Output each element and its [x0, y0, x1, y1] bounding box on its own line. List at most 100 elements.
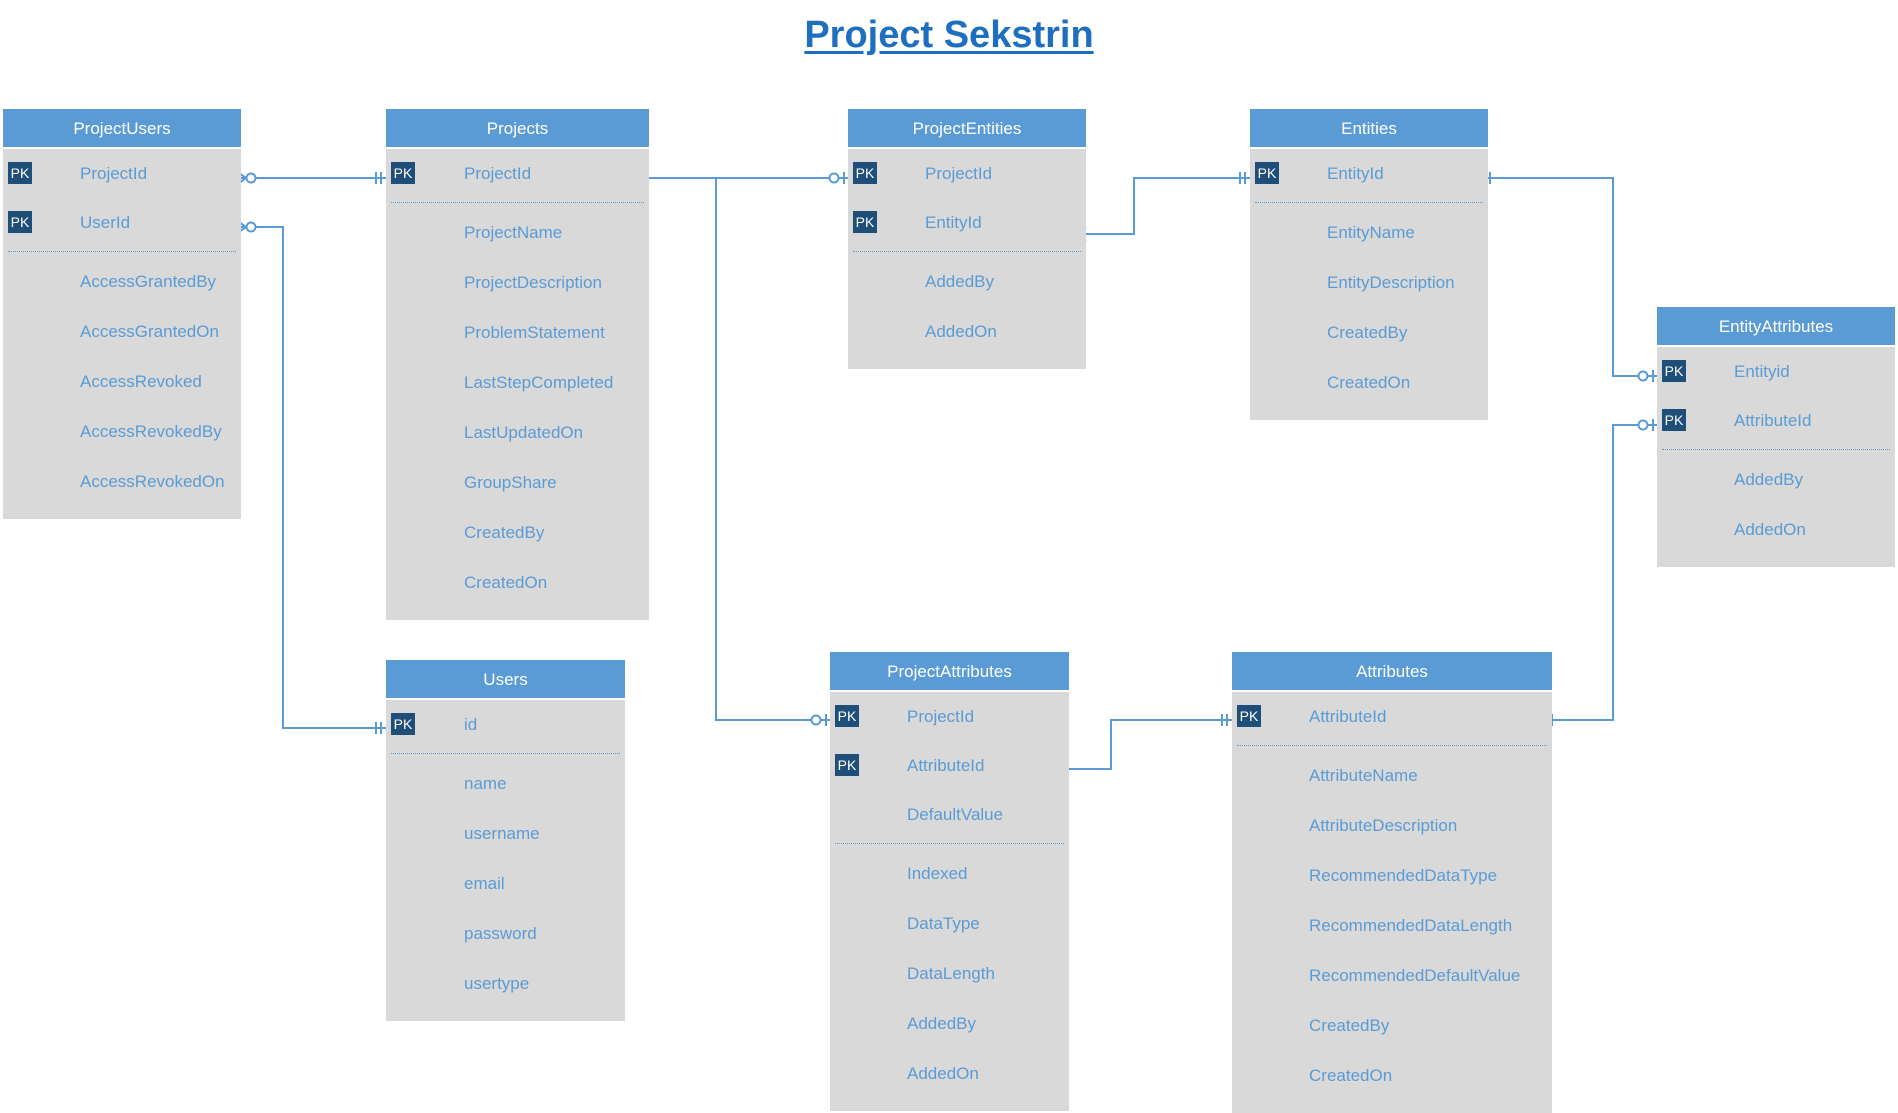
field-row[interactable]: CreatedOn	[386, 558, 649, 608]
field-row[interactable]: Indexed	[830, 849, 1069, 899]
field-name-last-step-completed: LastStepCompleted	[464, 373, 614, 392]
entity-header: Users	[386, 660, 625, 700]
field-row[interactable]: ProjectName	[386, 208, 649, 258]
field-row[interactable]: usertype	[386, 959, 625, 1009]
field-row[interactable]: AddedOn	[848, 307, 1086, 357]
entity-header: ProjectUsers	[3, 109, 241, 149]
entity-header: EntityAttributes	[1657, 307, 1895, 347]
key-divider	[853, 251, 1081, 257]
field-row[interactable]: ProjectDescription	[386, 258, 649, 308]
key-divider	[1237, 745, 1547, 751]
field-name-email: email	[464, 874, 505, 893]
key-divider	[391, 202, 644, 208]
field-row[interactable]: CreatedOn	[1232, 1051, 1552, 1101]
field-row[interactable]: name	[386, 759, 625, 809]
field-row[interactable]: DataLength	[830, 949, 1069, 999]
field-row[interactable]: AddedBy	[830, 999, 1069, 1049]
field-row[interactable]: GroupShare	[386, 458, 649, 508]
field-name-access-revoked-on: AccessRevokedOn	[80, 472, 225, 491]
field-row[interactable]: AttributeDescription	[1232, 801, 1552, 851]
field-name-attribute-id: AttributeId	[1734, 411, 1812, 430]
zero-or-many-circle-marker	[245, 172, 257, 184]
zero-or-one-circle-marker	[810, 714, 822, 726]
primary-key-badge: PK	[1662, 409, 1686, 431]
field-name-attribute-name: AttributeName	[1309, 766, 1418, 785]
field-name-added-on: AddedOn	[925, 322, 997, 341]
field-row[interactable]: CreatedBy	[386, 508, 649, 558]
field-row[interactable]: ProblemStatement	[386, 308, 649, 358]
field-name-recommended-data-length: RecommendedDataLength	[1309, 916, 1513, 935]
field-row[interactable]: LastUpdatedOn	[386, 408, 649, 458]
primary-key-badge: PK	[391, 162, 415, 184]
field-name-attribute-id: AttributeId	[907, 756, 985, 775]
entity-header: Projects	[386, 109, 649, 149]
primary-key-badge: PK	[1255, 162, 1279, 184]
field-row[interactable]: LastStepCompleted	[386, 358, 649, 408]
field-row[interactable]: RecommendedDataType	[1232, 851, 1552, 901]
field-row[interactable]: AddedOn	[1657, 505, 1895, 555]
field-name-indexed: Indexed	[907, 864, 968, 883]
field-row[interactable]: password	[386, 909, 625, 959]
key-field-row[interactable]: PK AttributeId	[1657, 396, 1895, 445]
field-row[interactable]: AddedBy	[1657, 455, 1895, 505]
field-row[interactable]: username	[386, 809, 625, 859]
field-row[interactable]: AccessGrantedBy	[3, 257, 241, 307]
key-field-row[interactable]: DefaultValue	[830, 790, 1069, 839]
field-name-problem-statement: ProblemStatement	[464, 323, 605, 342]
link-projects-project-attributes	[715, 178, 830, 721]
field-row[interactable]: AccessRevoked	[3, 357, 241, 407]
entity-header: ProjectAttributes	[830, 652, 1069, 692]
field-row[interactable]: EntityName	[1250, 208, 1488, 258]
field-row[interactable]: RecommendedDataLength	[1232, 901, 1552, 951]
field-row[interactable]: AccessRevokedOn	[3, 457, 241, 507]
field-name-added-by: AddedBy	[907, 1014, 976, 1033]
field-name-added-on: AddedOn	[1734, 520, 1806, 539]
field-row[interactable]: AccessRevokedBy	[3, 407, 241, 457]
field-row[interactable]: AttributeName	[1232, 751, 1552, 801]
entity-bottom-padding	[848, 357, 1086, 369]
field-name-entity-id: EntityId	[925, 213, 982, 232]
field-row[interactable]: CreatedBy	[1232, 1001, 1552, 1051]
key-divider	[1662, 449, 1890, 455]
field-row[interactable]: CreatedBy	[1250, 308, 1488, 358]
field-name-attribute-id: AttributeId	[1309, 707, 1387, 726]
field-row[interactable]: email	[386, 859, 625, 909]
field-row[interactable]: AddedBy	[848, 257, 1086, 307]
field-row[interactable]: AddedOn	[830, 1049, 1069, 1099]
field-name-created-by: CreatedBy	[1309, 1016, 1390, 1035]
field-row[interactable]: DataType	[830, 899, 1069, 949]
field-name-data-length: DataLength	[907, 964, 995, 983]
primary-key-badge: PK	[391, 713, 415, 735]
key-divider	[835, 843, 1064, 849]
field-name-created-on: CreatedOn	[464, 573, 548, 592]
field-row[interactable]: AccessGrantedOn	[3, 307, 241, 357]
field-row[interactable]: EntityDescription	[1250, 258, 1488, 308]
entity-bottom-padding	[386, 1009, 625, 1021]
field-name-entity-name: EntityName	[1327, 223, 1415, 242]
field-name-recommended-data-type: RecommendedDataType	[1309, 866, 1498, 885]
field-row[interactable]: CreatedOn	[1250, 358, 1488, 408]
field-row[interactable]: RecommendedDefaultValue	[1232, 951, 1552, 1001]
field-name-added-by: AddedBy	[925, 272, 994, 291]
field-name-project-id: ProjectId	[80, 164, 148, 183]
